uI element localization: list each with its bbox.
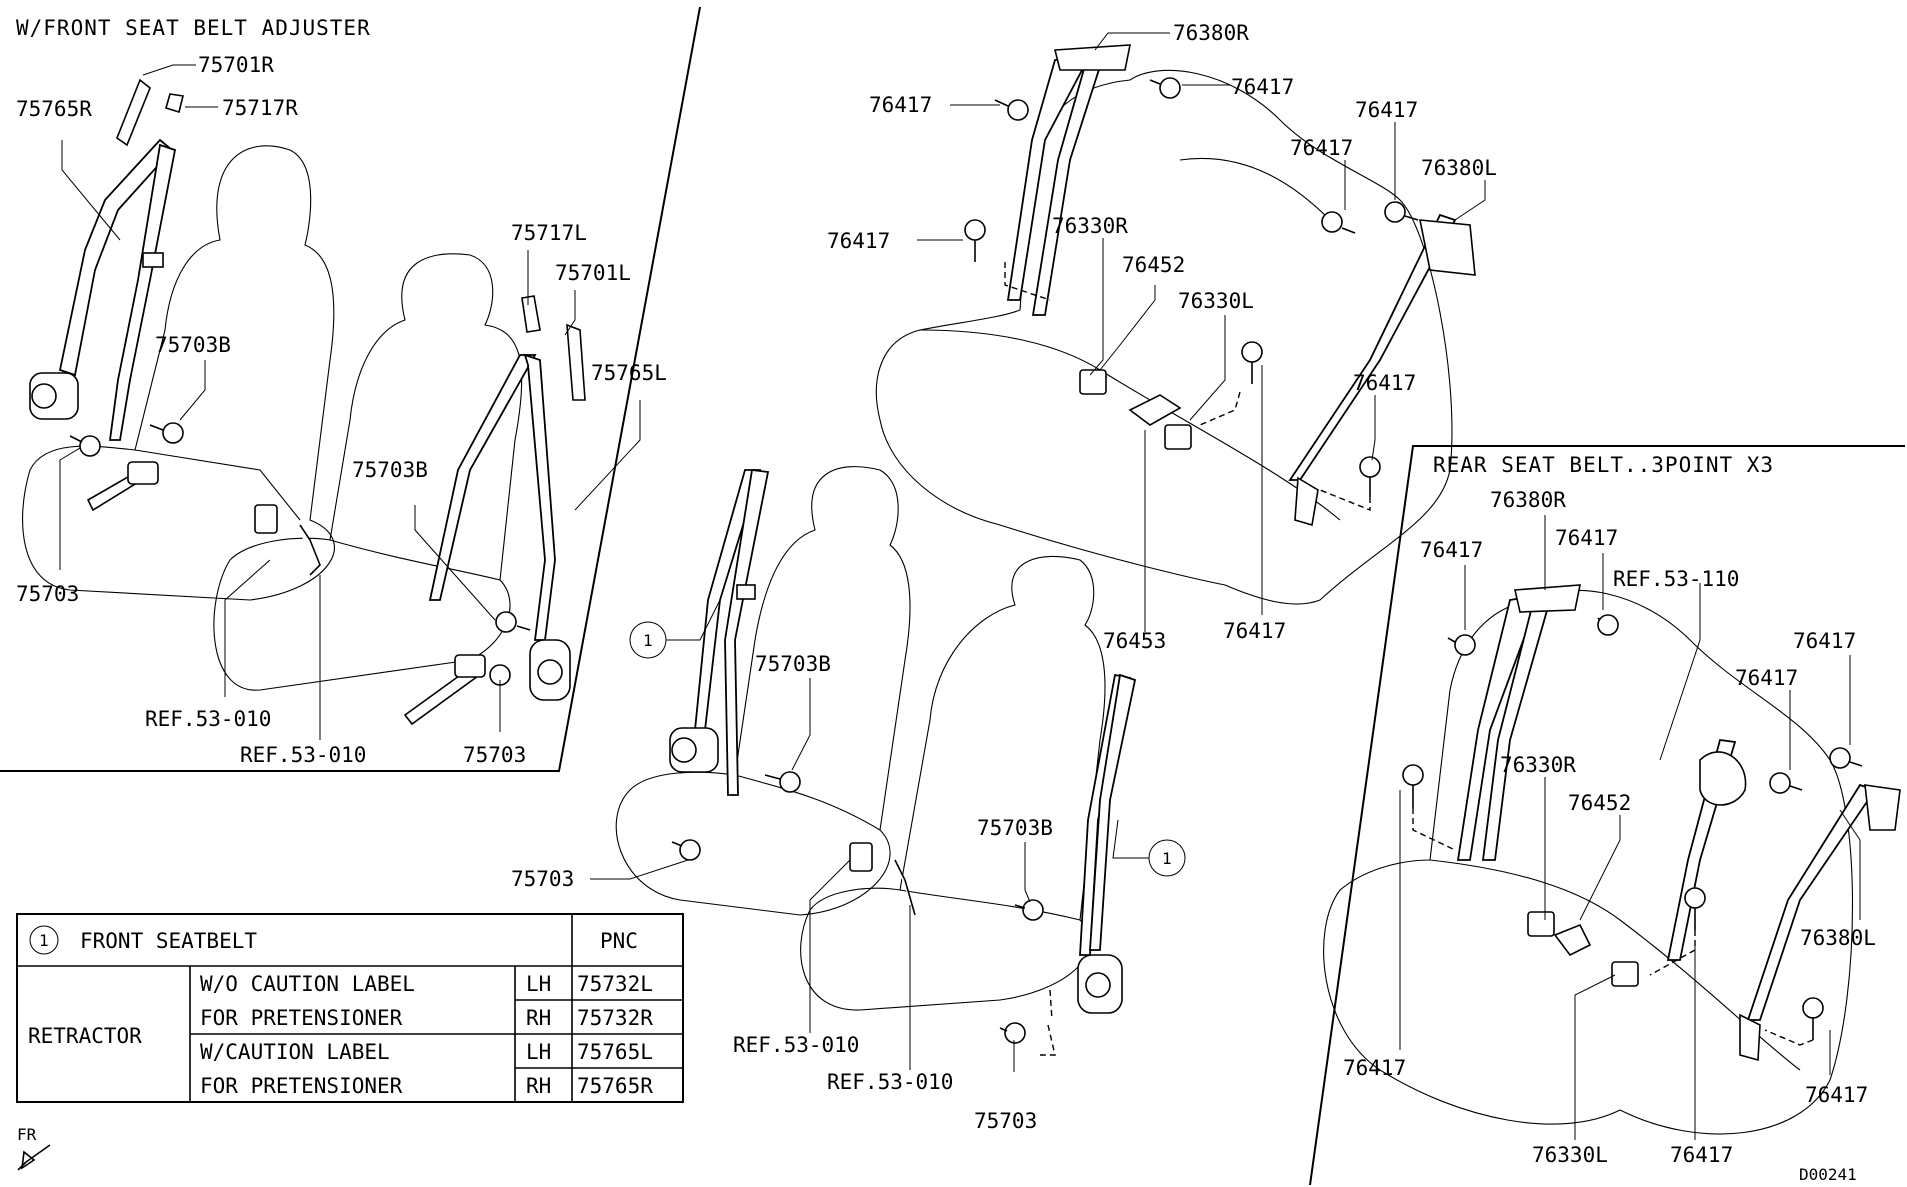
table-row-side: LH — [526, 1040, 551, 1064]
pnc-table — [16, 913, 684, 1103]
label-76453: 76453 — [1103, 629, 1166, 653]
label-76380R-rear: 76380R — [1490, 488, 1566, 512]
label-75701L: 75701L — [555, 261, 631, 285]
table-row-desc: W/O CAUTION LABEL — [200, 972, 415, 996]
label-75703-b: 75703 — [463, 743, 526, 767]
table-row-pnc: 75732R — [577, 1006, 653, 1030]
label-75717L: 75717L — [511, 221, 587, 245]
front-adjuster-seats — [22, 145, 523, 691]
table-pnc-header: PNC — [600, 929, 638, 953]
label-76417-r7: 76417 — [1670, 1143, 1733, 1167]
table-row-desc: FOR PRETENSIONER — [200, 1006, 403, 1030]
label-75703B-c: 75703B — [755, 652, 831, 676]
rear-3point-leaders — [1399, 515, 1861, 1140]
label-76452-top: 76452 — [1122, 253, 1185, 277]
label-76417-r5: 76417 — [1343, 1056, 1406, 1080]
front-adjuster-parts — [29, 78, 586, 726]
table-row-pnc: 75765R — [577, 1074, 653, 1098]
label-76417-t1: 76417 — [869, 93, 932, 117]
label-ref-53-010-d: REF.53-010 — [827, 1070, 953, 1094]
table-title: FRONT SEATBELT — [80, 929, 257, 953]
front-seats-center-parts — [669, 468, 1137, 1056]
label-76417-t5: 76417 — [827, 229, 890, 253]
table-row-desc: W/CAUTION LABEL — [200, 1040, 390, 1064]
label-76452-rear: 76452 — [1568, 791, 1631, 815]
label-75765L: 75765L — [591, 361, 667, 385]
section-borders — [0, 6, 1905, 1186]
label-76417-r2: 76417 — [1420, 538, 1483, 562]
label-76417-t4: 76417 — [1290, 136, 1353, 160]
front-seats-center-leaders — [590, 599, 1186, 1072]
callout-1-b: 1 — [1162, 849, 1172, 868]
label-75703-a: 75703 — [16, 582, 79, 606]
label-75717R: 75717R — [222, 96, 298, 120]
label-75703B-b: 75703B — [352, 458, 428, 482]
rear-3point-title: REAR SEAT BELT..3POINT X3 — [1433, 453, 1774, 477]
label-76417-r4: 76417 — [1735, 666, 1798, 690]
label-75703-c: 75703 — [511, 867, 574, 891]
label-76417-r3: 76417 — [1793, 629, 1856, 653]
table-row-pnc: 75765L — [577, 1040, 653, 1064]
label-76330R-top: 76330R — [1052, 214, 1128, 238]
table-group: RETRACTOR — [28, 1024, 142, 1048]
label-76417-t6: 76417 — [1353, 371, 1416, 395]
label-75701R: 75701R — [198, 53, 274, 77]
fr-arrow-icon — [17, 1144, 51, 1171]
rear-bench-top-leaders — [917, 32, 1486, 632]
label-76380L-top: 76380L — [1421, 156, 1497, 180]
label-76417-t3: 76417 — [1355, 98, 1418, 122]
front-seats-center — [615, 466, 1106, 1011]
label-76417-r6: 76417 — [1805, 1083, 1868, 1107]
label-76417-r1: 76417 — [1555, 526, 1618, 550]
front-adjuster-title: W/FRONT SEAT BELT ADJUSTER — [16, 16, 371, 40]
label-ref-53-110: REF.53-110 — [1613, 567, 1739, 591]
label-ref-53-010-a: REF.53-010 — [145, 707, 271, 731]
table-row-side: RH — [526, 1006, 551, 1030]
label-76330L-rear: 76330L — [1532, 1143, 1608, 1167]
table-row-side: RH — [526, 1074, 551, 1098]
label-75703B-d: 75703B — [977, 816, 1053, 840]
label-ref-53-010-c: REF.53-010 — [733, 1033, 859, 1057]
rear-3point-parts — [1402, 584, 1901, 1062]
fr-label: FR — [17, 1125, 37, 1144]
label-76417-t2: 76417 — [1231, 75, 1294, 99]
label-ref-53-010-b: REF.53-010 — [240, 743, 366, 767]
label-75765R: 75765R — [16, 97, 92, 121]
table-row-side: LH — [526, 972, 551, 996]
label-76330L-top: 76330L — [1178, 289, 1254, 313]
label-76417-t7: 76417 — [1223, 619, 1286, 643]
label-76380L-rear: 76380L — [1800, 926, 1876, 950]
label-76380R-top: 76380R — [1173, 21, 1249, 45]
front-adjuster-leaders — [59, 64, 641, 740]
drawing-number: D00241 — [1799, 1165, 1857, 1184]
label-76330R-rear: 76330R — [1500, 753, 1576, 777]
label-75703-d: 75703 — [974, 1109, 1037, 1133]
label-75703B-a: 75703B — [155, 333, 231, 357]
callout-1-a: 1 — [643, 631, 653, 650]
rear-bench-top — [875, 69, 1453, 605]
table-callout: 1 — [39, 931, 49, 950]
table-row-pnc: 75732L — [577, 972, 653, 996]
table-row-desc: FOR PRETENSIONER — [200, 1074, 403, 1098]
rear-bench-top-parts — [964, 44, 1476, 527]
